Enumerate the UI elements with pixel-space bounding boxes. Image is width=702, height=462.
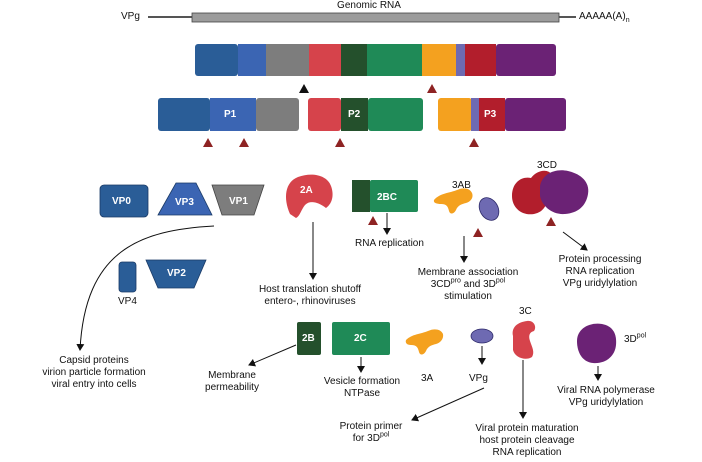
segment-vpg <box>456 44 465 76</box>
segment-3c <box>465 44 496 76</box>
2bc-function-label: RNA replication <box>355 238 424 249</box>
p3-vpg <box>471 98 479 131</box>
2bc-2c-part <box>370 180 418 212</box>
vpg-function-label: Protein primer for 3Dpol <box>339 421 403 444</box>
vp2-trapezoid <box>145 259 207 289</box>
segment-3dpol <box>496 44 556 76</box>
vp1-label: VP1 <box>229 196 248 207</box>
cleavage-site <box>473 228 483 237</box>
p1-vp1 <box>256 98 299 131</box>
3c-label: 3C <box>519 306 532 317</box>
2a-label: 2A <box>300 185 313 196</box>
3dpol-label: 3Dpol <box>624 332 647 345</box>
2c-label: 2C <box>354 333 367 344</box>
3cd-label: 3CD <box>537 160 558 171</box>
vp3-label: VP3 <box>175 197 194 208</box>
vpg-label: VPg <box>469 373 488 384</box>
3c-shape-bottom <box>512 320 536 359</box>
p3-3c <box>479 98 505 131</box>
p2-label: P2 <box>348 109 361 120</box>
2a-shape <box>286 174 333 218</box>
2bc-2b-part <box>352 180 370 212</box>
polya-label: AAAAA(A)n <box>579 11 630 24</box>
p1-vp0 <box>158 98 210 131</box>
cleavage-site <box>368 216 378 225</box>
vpg-5prime-label: VPg <box>121 11 140 22</box>
2c-function-label: Vesicle formation NTPase <box>323 376 401 399</box>
3a-label: 3A <box>421 373 434 384</box>
3a-shape <box>433 188 473 214</box>
segment-vp1 <box>266 44 309 76</box>
vp0-block <box>99 184 149 218</box>
2b-block <box>297 322 321 355</box>
vpg-shape-bottom <box>470 328 494 344</box>
cleavage-site <box>546 217 556 226</box>
cleavage-site <box>427 84 437 93</box>
3ab-function-label: Membrane association 3CDpro and 3Dpol st… <box>417 267 519 302</box>
3a-shape-bottom <box>405 329 444 355</box>
p2-2a <box>308 98 341 131</box>
segment-2b <box>341 44 367 76</box>
segment-vp3 <box>238 44 266 76</box>
3cd-function-label: Protein processing RNA replication VPg u… <box>558 254 642 289</box>
capsid-function-label: Capsid proteins virion particle formatio… <box>42 355 146 390</box>
vp2-label: VP2 <box>167 268 186 279</box>
arrow-capsid-function <box>76 225 215 351</box>
vp4-block <box>118 261 137 293</box>
p3-label: P3 <box>484 109 497 120</box>
p2-2c <box>368 98 423 131</box>
cleavage-site-black <box>299 84 309 93</box>
cleavage-site <box>469 138 479 147</box>
genomic-rna-label: Genomic RNA <box>337 0 401 11</box>
polyprotein-row <box>195 44 556 76</box>
segment-2c <box>367 44 422 76</box>
segment-3a <box>422 44 456 76</box>
cleavage-site <box>203 138 213 147</box>
p3-3a <box>438 98 472 131</box>
2bc-label: 2BC <box>377 192 398 203</box>
vp1-trapezoid <box>211 184 265 216</box>
genome-orf-bar <box>191 12 560 23</box>
2b-function-label: Membrane permeability <box>205 370 259 393</box>
vp4-label: VP4 <box>118 296 137 307</box>
3dpol-shape-bottom <box>577 323 617 364</box>
p1-vp3 <box>210 98 256 131</box>
2b-label: 2B <box>302 333 315 344</box>
2a-function-label: Host translation shutoff entero-, rhinov… <box>258 284 362 307</box>
precursor-row <box>158 98 566 131</box>
3c-function-label: Viral protein maturation host protein cl… <box>475 423 579 458</box>
3dpol-function-label: Viral RNA polymerase VPg uridylylation <box>557 385 655 408</box>
segment-vp4-vp2 <box>195 44 238 76</box>
segment-2a <box>309 44 341 76</box>
2c-block <box>332 322 390 355</box>
vp0-label: VP0 <box>112 196 131 207</box>
p1-label: P1 <box>224 109 237 120</box>
cleavage-site <box>239 138 249 147</box>
arrow-3cd-function <box>562 231 588 251</box>
arrow-vpg-primer <box>411 387 485 422</box>
3dpol-part-shape <box>540 170 589 215</box>
p3-3dpol <box>505 98 566 131</box>
p2-2b <box>341 98 368 131</box>
vpg-shape <box>478 197 500 221</box>
vp3-trapezoid <box>157 182 213 216</box>
3ab-label: 3AB <box>452 180 471 191</box>
arrow-2b-function <box>248 344 297 367</box>
cleavage-site <box>335 138 345 147</box>
